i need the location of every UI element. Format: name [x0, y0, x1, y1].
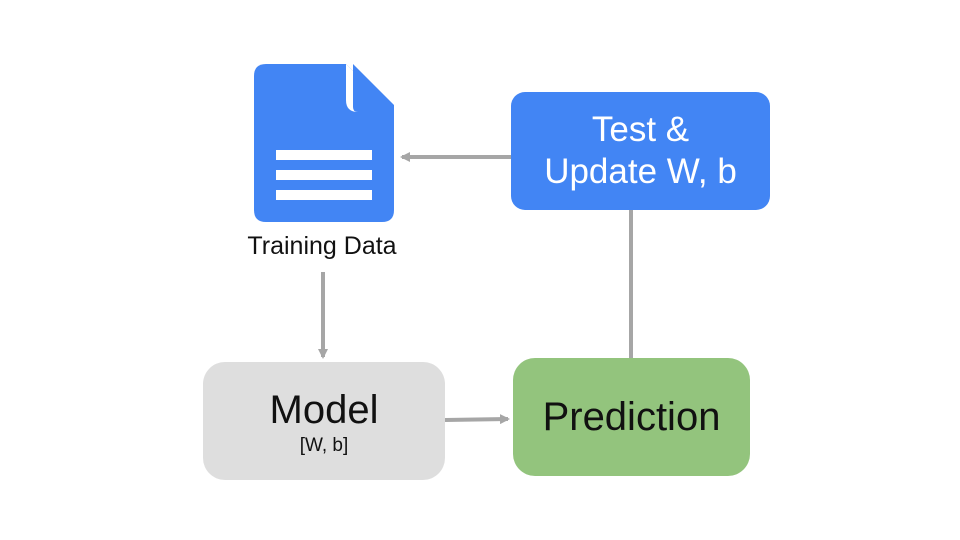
prediction-box: Prediction [513, 358, 750, 476]
model-title: Model [269, 388, 379, 432]
test-update-line1: Test & [591, 110, 690, 149]
test-update-box: Test & Update W, b [511, 92, 770, 210]
edge-model-to-prediction [444, 414, 510, 425]
test-update-line2: Update W, b [544, 152, 737, 191]
model-subtitle: [W, b] [299, 435, 349, 456]
model-box: Model [W, b] [203, 362, 445, 480]
document-icon [254, 64, 394, 222]
prediction-label: Prediction [542, 395, 721, 439]
training-data-label: Training Data [247, 232, 397, 260]
